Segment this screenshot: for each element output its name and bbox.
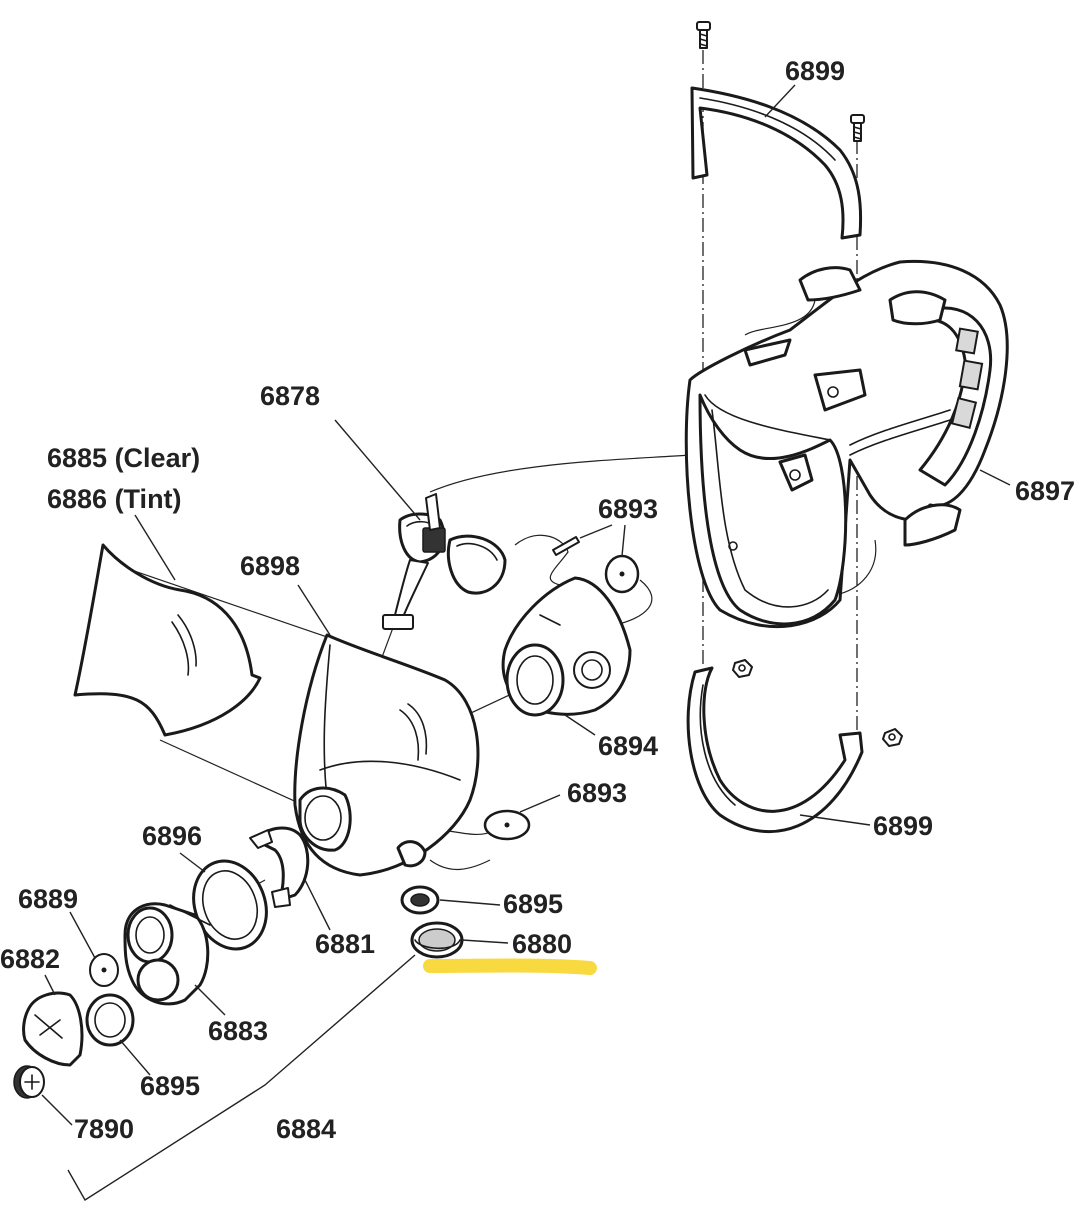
label-6883: 6883 [208,1016,268,1046]
label-6885: 6885 (Clear) [47,443,200,473]
label-6898: 6898 [240,551,300,581]
screw-top-left [696,21,711,49]
label-6897: 6897 [1015,476,1075,506]
label-7890: 7890 [74,1114,134,1144]
visor-lens [73,543,262,737]
cover-6882 [22,991,84,1067]
label-6882: 6882 [0,944,60,974]
valve-disc-6889 [89,953,119,987]
port-adapter-6883 [123,902,211,1006]
seal-6895-right [400,885,440,915]
head-strap-bottom [686,666,864,834]
spectacle-kit [382,493,507,630]
screw-top-right [850,114,865,142]
label-6896: 6896 [142,821,202,851]
label-6889: 6889 [18,884,78,914]
plug-7890 [13,1065,45,1099]
retainer-6881 [249,826,310,908]
label-6899-bottom: 6899 [873,811,933,841]
label-6895-right: 6895 [503,889,563,919]
nut-left [732,659,753,678]
label-6893-upper: 6893 [598,494,658,524]
facepiece-frame [293,633,480,877]
part-labels: 6899 6878 6885 (Clear) 6886 (Tint) 6898 … [0,56,1075,1144]
label-6895-left: 6895 [140,1071,200,1101]
head-strap-top [690,86,863,240]
valve-disc-lower [483,809,531,841]
label-6878: 6878 [260,381,320,411]
nut-right [882,728,903,747]
label-6893-lower: 6893 [567,778,627,808]
head-harness [684,259,1009,629]
leader-lines [41,84,1011,1126]
label-6886: 6886 (Tint) [47,484,182,514]
nosecup [501,576,632,717]
label-6894: 6894 [598,731,658,761]
exhalation-valve-6880 [410,921,464,959]
kit-bracket-6884 [67,954,416,1201]
label-6884: 6884 [276,1114,336,1144]
label-6899-top: 6899 [785,56,845,86]
valve-disc-upper [552,536,640,594]
label-6880: 6880 [512,929,572,959]
label-6881: 6881 [315,929,375,959]
highlight-underline [423,958,597,975]
seal-6895-left [85,993,135,1047]
